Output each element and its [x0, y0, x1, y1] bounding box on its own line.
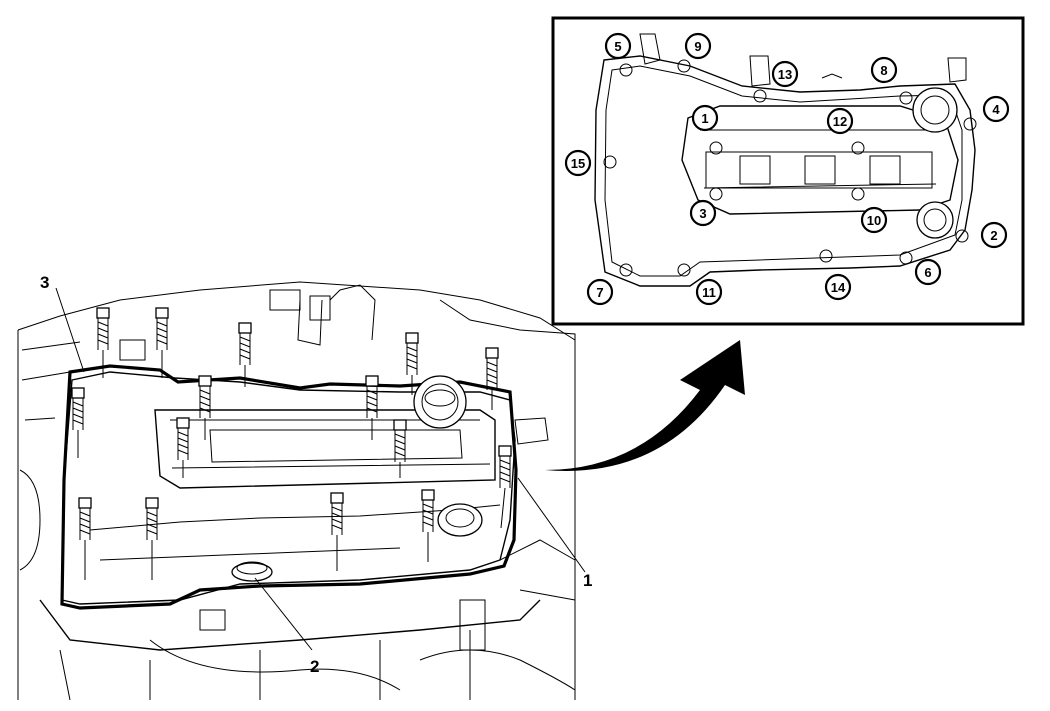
- sequence-marker-11: 11: [695, 278, 723, 306]
- svg-text:10: 10: [867, 213, 881, 228]
- callout-1: 1: [583, 571, 592, 590]
- svg-text:12: 12: [833, 114, 847, 129]
- sequence-marker-8: 8: [870, 56, 898, 84]
- svg-text:7: 7: [596, 285, 603, 300]
- pcv-cap: [413, 375, 467, 429]
- bolt: [330, 492, 344, 571]
- bolt: [393, 419, 407, 478]
- bolt: [176, 417, 190, 478]
- bolt: [155, 307, 169, 378]
- svg-text:1: 1: [701, 111, 708, 126]
- sequence-marker-5: 5: [604, 32, 632, 60]
- arrow: [545, 340, 745, 471]
- bolt: [405, 332, 419, 395]
- bolt: [421, 489, 435, 562]
- sequence-marker-2: 2: [980, 221, 1008, 249]
- engine-illustration: [17, 281, 586, 701]
- svg-text:2: 2: [990, 228, 997, 243]
- bolts: [71, 307, 512, 580]
- bolt: [145, 497, 159, 580]
- bolt: [238, 322, 252, 387]
- bolt: [498, 445, 512, 529]
- bolt: [198, 375, 212, 440]
- sequence-marker-9: 9: [684, 32, 712, 60]
- sequence-marker-4: 4: [982, 95, 1010, 123]
- sequence-marker-6: 6: [914, 258, 942, 286]
- svg-text:13: 13: [778, 67, 792, 82]
- svg-text:4: 4: [992, 102, 1000, 117]
- sequence-marker-10: 10: [860, 206, 888, 234]
- svg-text:8: 8: [880, 63, 887, 78]
- sequence-marker-7: 7: [586, 278, 614, 306]
- svg-text:14: 14: [831, 280, 846, 295]
- bolt: [485, 347, 499, 410]
- sequence-markers: 1 2 3 4 5 6 7 8: [564, 32, 1010, 306]
- sequence-marker-3: 3: [689, 199, 717, 227]
- sequence-marker-14: 14: [824, 273, 852, 301]
- svg-text:3: 3: [699, 206, 706, 221]
- sequence-marker-13: 13: [771, 60, 799, 88]
- svg-text:11: 11: [702, 285, 716, 300]
- svg-text:9: 9: [694, 39, 701, 54]
- bolt: [78, 497, 92, 580]
- svg-text:6: 6: [924, 265, 931, 280]
- sequence-marker-1: 1: [691, 104, 719, 132]
- cam-cap: [437, 503, 483, 537]
- sequence-marker-15: 15: [564, 149, 592, 177]
- svg-text:5: 5: [614, 39, 621, 54]
- bolt: [96, 307, 110, 378]
- callout-3: 3: [40, 273, 49, 292]
- callout-2: 2: [310, 657, 319, 676]
- oil-filler-cap: [231, 561, 273, 582]
- bolt: [71, 387, 85, 458]
- bolt: [365, 375, 379, 440]
- svg-text:15: 15: [571, 156, 585, 171]
- sequence-marker-12: 12: [826, 107, 854, 135]
